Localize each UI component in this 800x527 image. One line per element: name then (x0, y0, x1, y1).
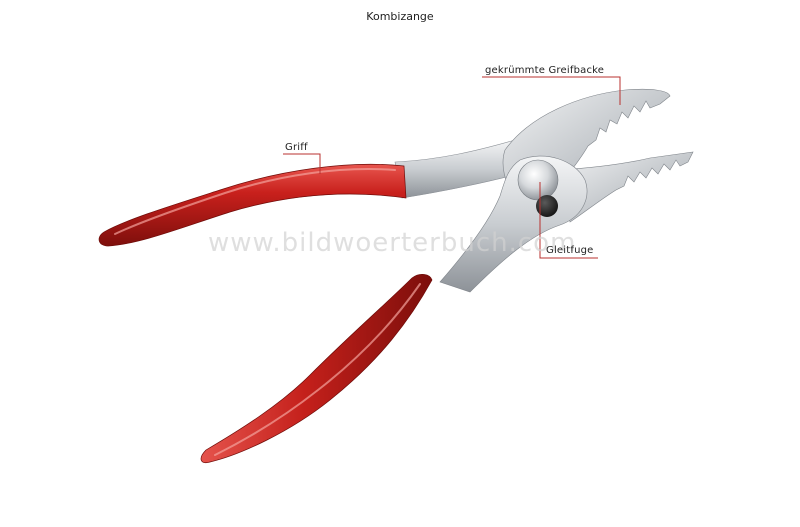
upper-handle-highlight (114, 168, 396, 235)
leader-jaw (482, 76, 621, 105)
label-griff: Griff (285, 142, 308, 153)
lower-handle (200, 274, 433, 464)
label-jaw: gekrümmte Greifbacke (485, 65, 605, 76)
lower-handle-highlight (214, 283, 421, 456)
page-title: Kombizange (366, 10, 434, 23)
leader-griff (283, 153, 321, 174)
slip-joint-pin (536, 195, 558, 217)
watermark: www.bildwoerterbuch.com (208, 228, 577, 258)
label-joint: Gleitfuge (546, 245, 594, 256)
pivot-pin (517, 159, 559, 201)
lower-jaw (559, 151, 694, 223)
upper-handle (98, 163, 407, 247)
leader-joint (539, 182, 598, 259)
